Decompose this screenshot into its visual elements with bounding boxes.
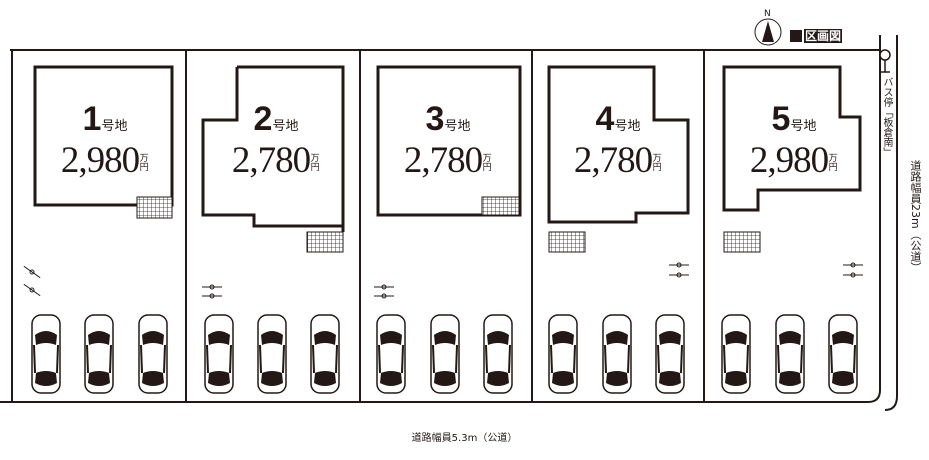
lot-2-label[interactable]: 2号地 2,780万円: [206, 100, 346, 182]
lot-price: 2,780: [403, 140, 483, 181]
lot-price: 2,780: [231, 140, 311, 181]
price-unit: 万円: [482, 154, 492, 173]
lot-price: 2,980: [60, 140, 140, 181]
price-unit: 万円: [310, 154, 320, 173]
site-boundary: [0, 35, 898, 411]
lot-suffix: 号地: [101, 119, 128, 134]
garden-grids: [136, 196, 761, 253]
lot-1-label[interactable]: 1号地 2,980万円: [35, 100, 175, 182]
lot-number: 3: [425, 100, 445, 138]
lot-4-outline: [547, 65, 690, 224]
lot-number: 4: [595, 100, 615, 138]
price-unit: 万円: [828, 154, 838, 173]
east-road-label: 道路幅員23m（公道）: [909, 160, 922, 273]
price-unit: 万円: [652, 154, 662, 173]
north-arrow-icon: [754, 18, 782, 46]
lot-5-outline: [722, 65, 862, 212]
utility-markers: [22, 262, 864, 299]
lot-number: 1: [82, 100, 102, 138]
lot-number: 2: [253, 100, 273, 138]
lot-2-outline: [201, 65, 345, 232]
lot-4-label[interactable]: 4号地 2,780万円: [548, 100, 688, 182]
lot-suffix: 号地: [790, 119, 817, 134]
lot-suffix: 号地: [272, 119, 299, 134]
price-unit: 万円: [139, 154, 149, 173]
north-label: N: [764, 9, 771, 19]
lot-number: 5: [771, 100, 791, 138]
south-road-label: 道路幅員5.3m（公道）: [411, 433, 518, 444]
bus-stop-label: バス停「板倉南」: [881, 77, 892, 157]
map-title: 区画図: [790, 27, 843, 44]
lot-price: 2,980: [749, 140, 829, 181]
lot-3-outline: [376, 65, 522, 217]
lot-price: 2,780: [573, 140, 653, 181]
lot-5-label[interactable]: 5号地 2,980万円: [724, 100, 864, 182]
lot-3-label[interactable]: 3号地 2,780万円: [378, 100, 518, 182]
lot-suffix: 号地: [444, 119, 471, 134]
parking-cars: [31, 314, 858, 394]
bus-stop-icon: [879, 49, 891, 73]
lot-suffix: 号地: [614, 119, 641, 134]
